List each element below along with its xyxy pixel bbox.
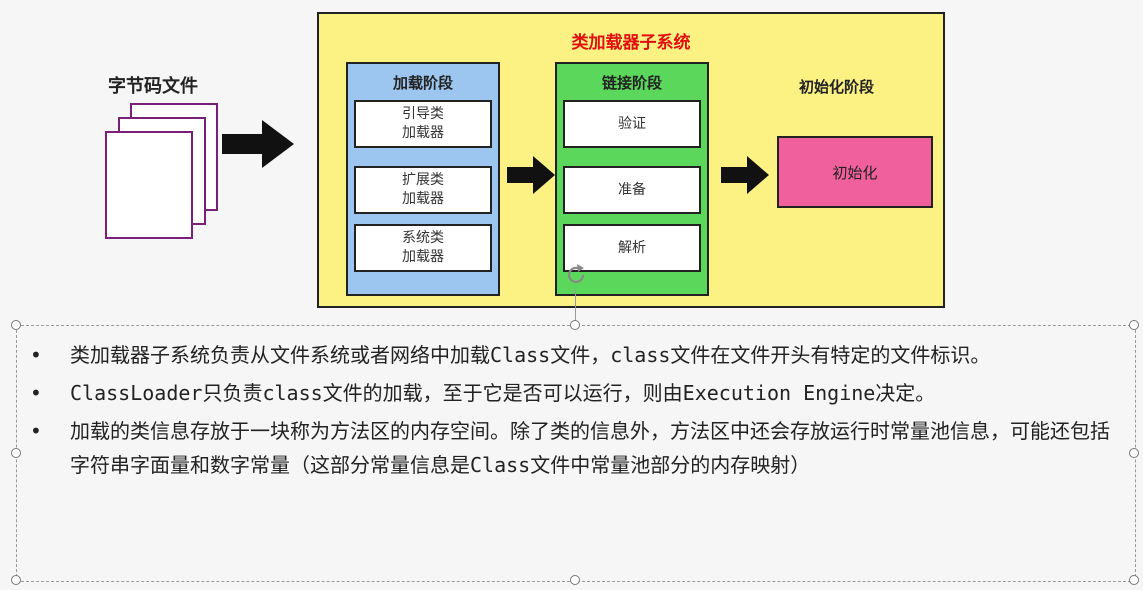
linking-phase: 链接阶段 验证 准备 解析 [555,62,709,296]
resolution-box: 解析 [563,224,701,272]
subsystem-title: 类加载器子系统 [571,33,691,53]
resize-handle[interactable] [1129,575,1139,585]
verification-label: 验证 [618,115,646,132]
resize-handle[interactable] [570,320,580,330]
resize-handle[interactable] [11,320,21,330]
initialization-phase-title: 初始化阶段 [799,78,875,96]
resize-handle[interactable] [11,575,21,585]
bootstrap-classloader-label: 引导类 加载器 [402,106,444,141]
resize-handle[interactable] [1129,448,1139,458]
preparation-box: 准备 [563,166,701,214]
arrow-right-icon [222,120,294,168]
initialization-label: 初始化 [832,163,878,182]
resolution-label: 解析 [618,239,646,256]
bullet-item: 加载的类信息存放于一块称为方法区的内存空间。除了类的信息外，方法区中还会存放运行… [26,414,1116,482]
bullet-item: ClassLoader只负责class文件的加载，至于它是否可以运行，则由Exe… [26,376,1116,410]
preparation-label: 准备 [618,181,646,198]
arrow-right-icon [721,156,769,194]
system-classloader-label: 系统类 加载器 [402,230,444,265]
bootstrap-classloader-box: 引导类 加载器 [354,100,492,148]
loading-phase: 加载阶段 引导类 加载器 扩展类 加载器 系统类 加载器 [346,62,500,296]
resize-handle[interactable] [11,448,21,458]
classloader-subsystem: 类加载器子系统 加载阶段 引导类 加载器 扩展类 加载器 系统类 加载器 链接阶… [317,12,945,308]
linking-phase-title: 链接阶段 [601,74,662,92]
verification-box: 验证 [563,100,701,148]
resize-handle[interactable] [570,575,580,585]
loading-phase-title: 加载阶段 [392,74,453,92]
bullet-list[interactable]: 类加载器子系统负责从文件系统或者网络中加载Class文件，class文件在文件开… [26,338,1116,486]
rotate-handle-icon[interactable] [563,262,589,288]
initialization-box: 初始化 [777,136,933,208]
extension-classloader-box: 扩展类 加载器 [354,166,492,214]
extension-classloader-label: 扩展类 加载器 [402,172,444,207]
bullet-item: 类加载器子系统负责从文件系统或者网络中加载Class文件，class文件在文件开… [26,338,1116,372]
bytecode-file-label: 字节码文件 [108,76,198,97]
file-icon [105,131,193,239]
rotate-handle-line [575,289,576,325]
resize-handle[interactable] [1129,320,1139,330]
arrow-right-icon [507,156,555,194]
system-classloader-box: 系统类 加载器 [354,224,492,272]
